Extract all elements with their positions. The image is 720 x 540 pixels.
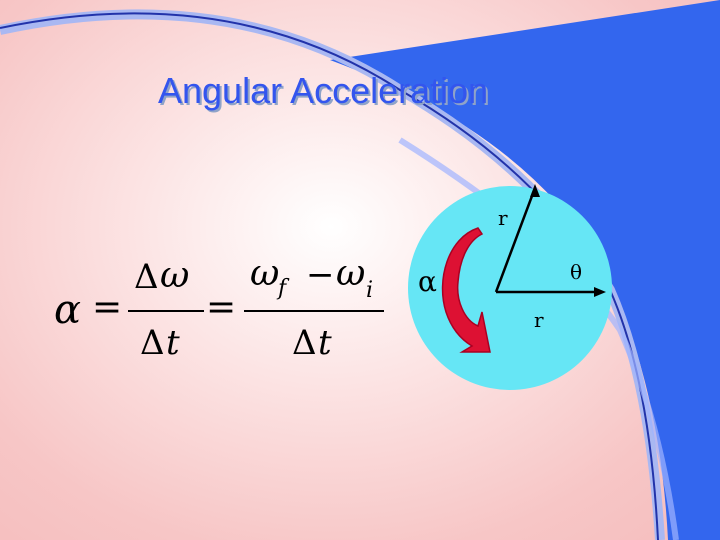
- label-r-bottom: r: [534, 310, 544, 330]
- formula-minus: −: [306, 258, 335, 292]
- formula-delta-2: Δ: [140, 326, 165, 360]
- formula-omega-f: ω: [250, 256, 279, 292]
- formula-delta-3: Δ: [292, 326, 317, 360]
- formula-subscript-f: f: [278, 278, 286, 300]
- rotation-circle: [408, 186, 612, 390]
- slide-title: Angular Acceleration: [158, 70, 488, 112]
- formula-equals-2: =: [206, 290, 236, 326]
- fraction-bar-1: [128, 310, 204, 312]
- formula-delta-1: Δ: [134, 260, 159, 294]
- formula-omega-i: ω: [336, 256, 365, 292]
- label-alpha: α: [418, 268, 437, 296]
- label-theta: θ: [570, 262, 582, 282]
- label-r-top: r: [498, 208, 508, 228]
- formula-alpha: α: [54, 290, 81, 330]
- formula-t-2: t: [318, 326, 332, 360]
- formula-subscript-i: i: [366, 280, 373, 302]
- formula-t-1: t: [166, 326, 180, 360]
- fraction-bar-2: [244, 310, 384, 312]
- formula-omega-1: ω: [160, 258, 189, 294]
- formula-equals-1: =: [92, 290, 122, 326]
